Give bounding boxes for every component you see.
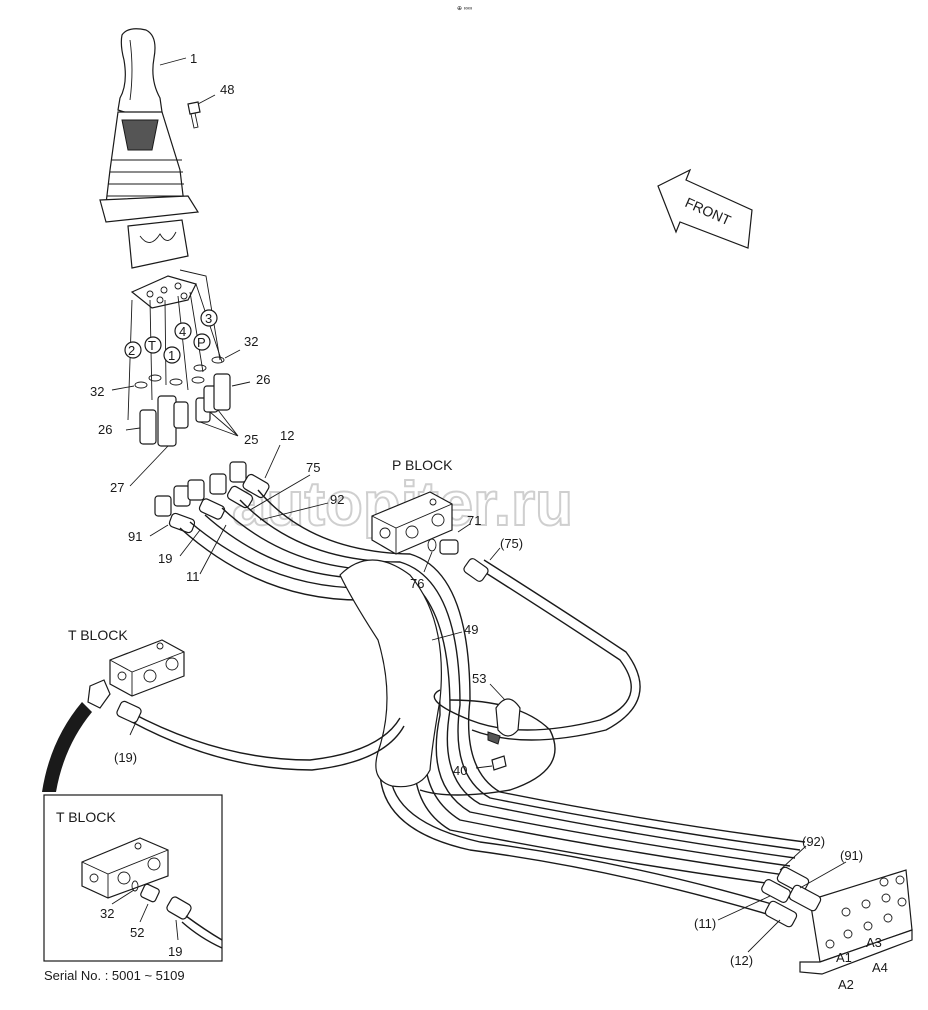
callout-26-right: 26 [256, 372, 270, 387]
callout-32-left: 32 [90, 384, 104, 399]
callout-92: 92 [330, 492, 344, 507]
callout-92-paren: (92) [802, 834, 825, 849]
port-P: P [197, 335, 206, 350]
inset-o-ring-32 [131, 880, 139, 892]
mounting-bracket [799, 869, 913, 975]
port-plate [130, 275, 197, 309]
bracket-fittings [761, 866, 822, 928]
port-2: 2 [128, 343, 135, 358]
callout-71: 71 [467, 513, 481, 528]
o-ring-76 [427, 538, 437, 552]
hose-end-fittings [154, 461, 270, 534]
front-arrow: FRONT [657, 168, 753, 249]
callout-75-paren: (75) [500, 536, 523, 551]
port-label-A1: A1 [836, 950, 852, 965]
callout-19-paren: (19) [114, 750, 137, 765]
inset-callout-19: 19 [168, 944, 182, 959]
callout-26-left: 26 [98, 422, 112, 437]
inset-fitting-19 [166, 896, 192, 920]
callout-49: 49 [464, 622, 478, 637]
callout-25: 25 [244, 432, 258, 447]
inset-fitting-52 [140, 883, 160, 903]
p-block-label: P BLOCK [392, 457, 453, 473]
port-1: 1 [168, 348, 175, 363]
t-block [109, 639, 185, 697]
header-mark: ⊕ ∞∞ [457, 6, 472, 12]
fitting-71 [439, 539, 459, 555]
inset-pointer [42, 702, 92, 792]
callout-labels: 1 48 32 32 26 26 25 12 27 75 92 91 19 11… [90, 51, 888, 992]
callout-40: 40 [453, 763, 467, 778]
joystick-assembly [99, 28, 200, 269]
fitting-75 [463, 558, 489, 582]
callout-19: 19 [158, 551, 172, 566]
port-label-A2: A2 [838, 977, 854, 992]
port-markers: 2 T 1 4 P 3 [124, 309, 218, 364]
bolt-40 [475, 755, 507, 771]
fitting-19 [116, 700, 142, 724]
p-block [371, 491, 453, 555]
callout-53: 53 [472, 671, 486, 686]
inset-t-block-label: T BLOCK [56, 809, 116, 825]
inset-callout-52: 52 [130, 925, 144, 940]
inset-t-block [81, 837, 169, 899]
elbow-fitting [87, 679, 111, 709]
port-T: T [148, 338, 156, 353]
callout-11-paren: (11) [694, 916, 716, 931]
callout-91-paren: (91) [840, 848, 863, 863]
callout-75: 75 [306, 460, 320, 475]
port-label-A4: A4 [872, 960, 888, 975]
callout-11: 11 [186, 569, 200, 584]
port-4: 4 [179, 324, 186, 339]
callout-91: 91 [128, 529, 142, 544]
port-label-A3: A3 [866, 935, 882, 950]
callout-12-paren: (12) [730, 953, 753, 968]
screw-48 [187, 94, 216, 129]
callout-1: 1 [190, 51, 197, 66]
t-block-label: T BLOCK [68, 627, 128, 643]
hose-bundle [179, 489, 806, 916]
callout-76: 76 [410, 576, 424, 591]
port-3: 3 [205, 311, 212, 326]
clamp-53 [487, 683, 521, 745]
callout-27: 27 [110, 480, 124, 495]
callout-32-top: 32 [244, 334, 258, 349]
inset-callout-32: 32 [100, 906, 114, 921]
o-rings [134, 356, 225, 389]
callout-12: 12 [280, 428, 294, 443]
fittings [139, 373, 231, 447]
serial-number: Serial No. : 5001 ~ 5109 [44, 968, 185, 983]
callout-48: 48 [220, 82, 234, 97]
